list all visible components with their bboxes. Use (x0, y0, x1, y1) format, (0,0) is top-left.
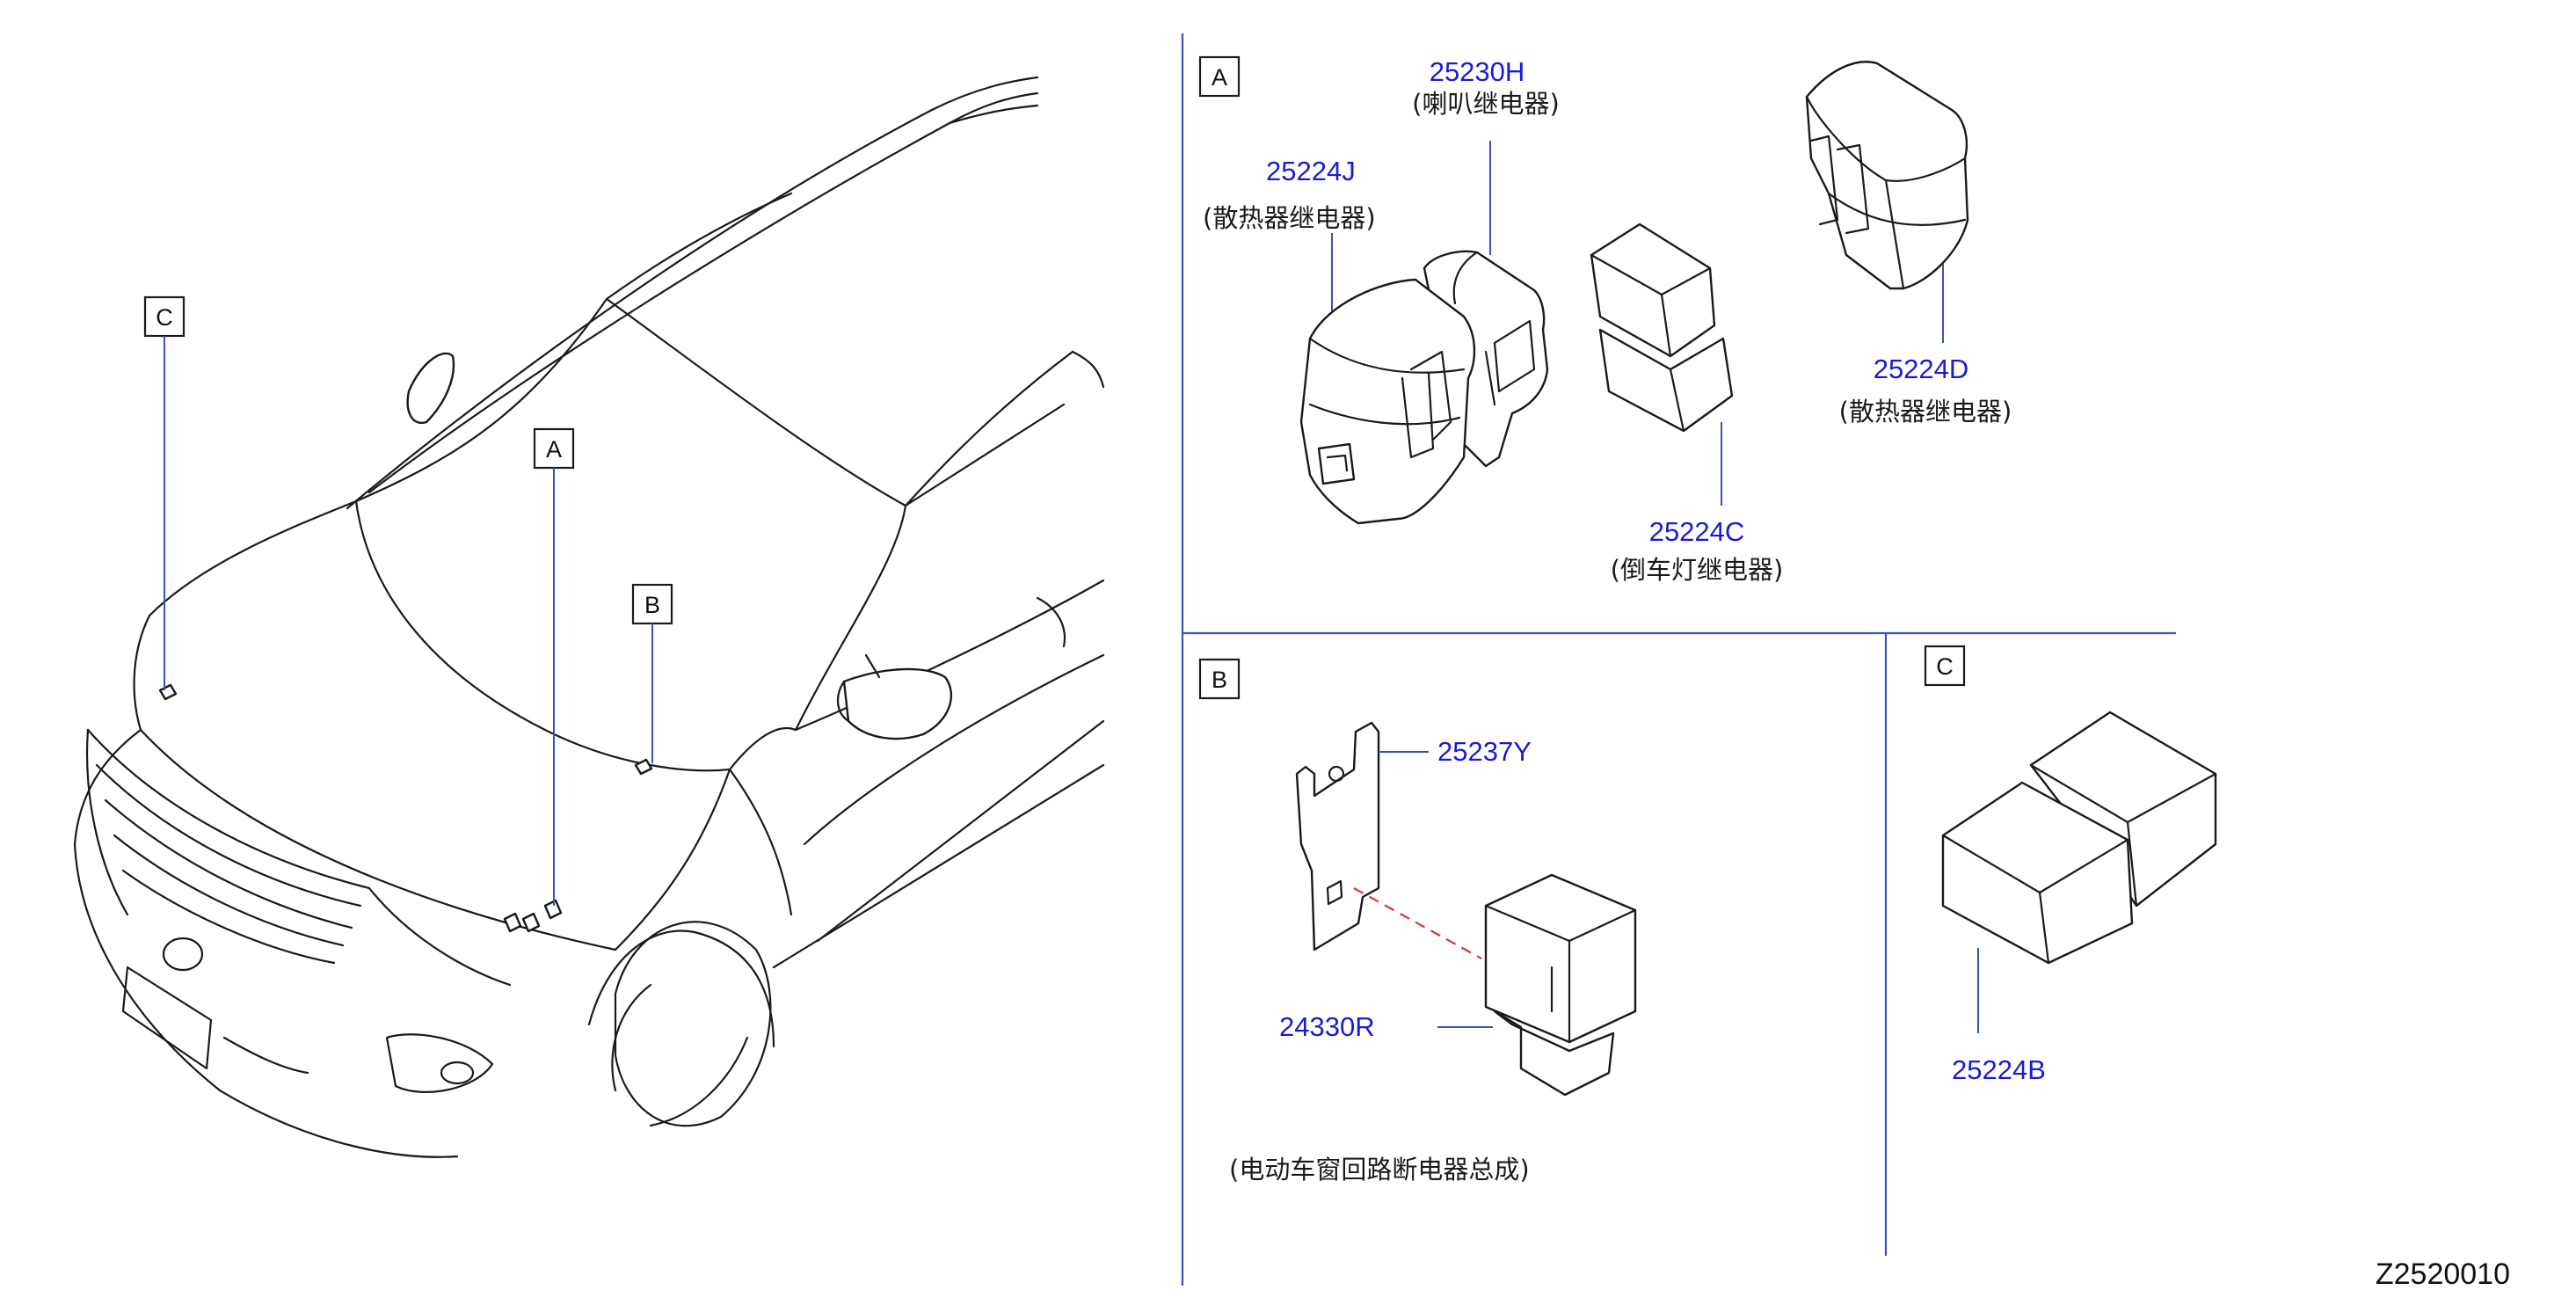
callout-b-label: B (644, 592, 660, 618)
callout-a: A (533, 427, 575, 906)
part-number-25224b: 25224B (1952, 1054, 2046, 1085)
part-name-radiator-relay-d: (散热器继电器) (1839, 397, 2012, 426)
relay-24330r-drawing (1484, 873, 1637, 1097)
section-c-tag: C (1936, 653, 1954, 680)
relay-25224j-drawing (1299, 278, 1476, 525)
section-b-tag: B (1212, 667, 1227, 693)
part-name-reverse-light-relay: (倒车灯继电器) (1611, 555, 1784, 585)
part-number-25230h: 25230H (1430, 56, 1525, 87)
part-number-24330r: 24330R (1279, 1011, 1375, 1042)
part-number-25224d: 25224D (1874, 354, 1969, 384)
section-a-tag: A (1212, 64, 1227, 91)
relay-25224c-drawing (1590, 222, 1734, 433)
part-number-25224j: 25224J (1266, 156, 1356, 186)
callout-c: C (143, 295, 186, 690)
section-a: A 25230H (喇叭继电器) 25224J (散热器继电器) (1198, 55, 2012, 585)
section-a-tag-box (1198, 55, 1241, 98)
callout-b: B (631, 583, 673, 763)
mounting-dashed-line (1353, 887, 1482, 959)
part-number-25237y: 25237Y (1437, 736, 1532, 767)
section-c-tag-box (1924, 645, 1966, 687)
car-illustration (73, 76, 1105, 1158)
relay-25224d-drawing (1805, 61, 1969, 290)
callout-c-label: C (156, 304, 173, 331)
callout-a-label: A (546, 436, 562, 463)
bracket-25237y-drawing (1295, 721, 1380, 951)
diagram-code: Z2520010 (2376, 1258, 2510, 1291)
section-c: C 25224B (1924, 645, 2217, 1085)
section-b: B 25237Y 24330R (电动车窗回路断电器总成) (1198, 658, 1637, 1185)
part-name-horn-relay: (喇叭继电器) (1412, 89, 1560, 119)
relay-25224b-drawing (1941, 711, 2217, 965)
part-name-radiator-relay-j: (散热器继电器) (1203, 203, 1376, 233)
part-name-power-window-circuit-breaker: (电动车窗回路断电器总成) (1229, 1155, 1530, 1185)
section-b-tag-box (1198, 658, 1241, 700)
part-number-25224c: 25224C (1649, 516, 1745, 547)
